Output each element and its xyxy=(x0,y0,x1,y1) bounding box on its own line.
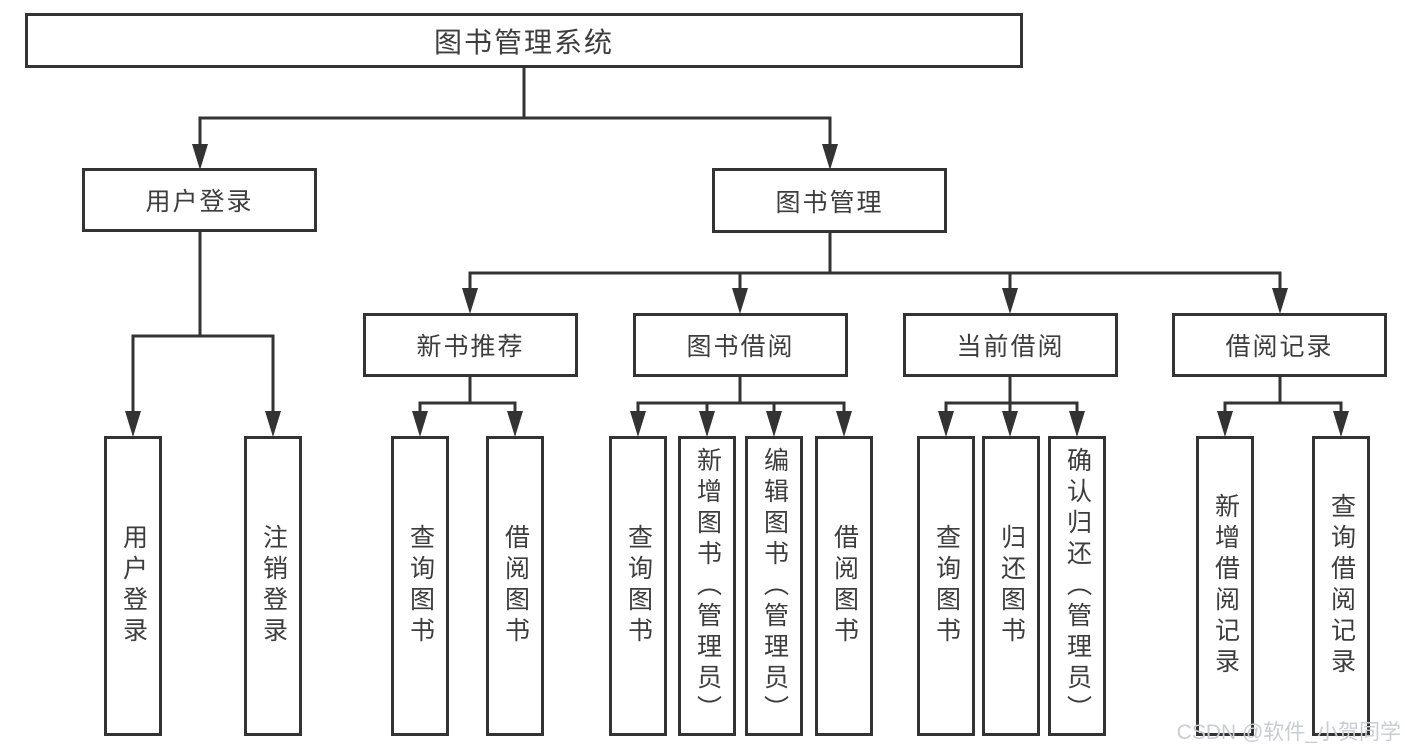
leaf-return-books-label: 归还图书 xyxy=(997,524,1026,648)
csdn-watermark: CSDN @软件_小贺同学 xyxy=(1176,721,1401,744)
leaf-add-book-admin: 新增图书（管理员） xyxy=(678,436,736,736)
leaf-query-books-recommend-label: 查询图书 xyxy=(406,524,435,648)
leaf-query-books-current-label: 查询图书 xyxy=(932,524,961,648)
node-library-system: 图书管理系统 xyxy=(25,13,1023,68)
leaf-borrow-books: 借阅图书 xyxy=(815,436,873,736)
leaf-borrow-books-recommend: 借阅图书 xyxy=(486,436,544,736)
node-current-borrowing: 当前借阅 xyxy=(903,313,1118,377)
leaf-logout: 注销登录 xyxy=(244,436,302,736)
leaf-edit-book-admin: 编辑图书（管理员） xyxy=(745,436,803,736)
leaf-confirm-return-admin: 确认归还（管理员） xyxy=(1048,436,1106,736)
node-user-login: 用户登录 xyxy=(82,168,317,232)
connector-root-to-level2 xyxy=(192,68,838,170)
leaf-add-borrow-record: 新增借阅记录 xyxy=(1196,436,1254,736)
connector-borrowing-records-branch xyxy=(1217,377,1349,437)
leaf-user-login-label: 用户登录 xyxy=(119,524,148,648)
leaf-query-borrow-record: 查询借阅记录 xyxy=(1312,436,1370,736)
leaf-add-book-admin-label: 新增图书（管理员） xyxy=(693,446,722,726)
leaf-user-login: 用户登录 xyxy=(104,436,162,736)
leaf-borrow-books-recommend-label: 借阅图书 xyxy=(501,524,530,648)
node-new-book-recommend: 新书推荐 xyxy=(363,313,578,377)
leaf-query-books-current: 查询图书 xyxy=(917,436,975,736)
leaf-borrow-books-label: 借阅图书 xyxy=(830,524,859,648)
connector-user-login-branch xyxy=(125,232,281,437)
connector-book-borrowing-branch xyxy=(630,377,852,437)
leaf-return-books: 归还图书 xyxy=(982,436,1040,736)
connector-current-borrowing-branch xyxy=(938,377,1085,437)
leaf-edit-book-admin-label: 编辑图书（管理员） xyxy=(760,446,789,726)
leaf-confirm-return-admin-label: 确认归还（管理员） xyxy=(1063,446,1092,726)
leaf-logout-label: 注销登录 xyxy=(259,524,288,648)
node-book-borrowing: 图书借阅 xyxy=(633,313,848,377)
leaf-query-books-recommend: 查询图书 xyxy=(391,436,449,736)
leaf-add-borrow-record-label: 新增借阅记录 xyxy=(1211,493,1240,679)
leaf-query-borrow-record-label: 查询借阅记录 xyxy=(1327,493,1356,679)
node-book-management: 图书管理 xyxy=(712,168,947,233)
leaf-query-books-borrow-label: 查询图书 xyxy=(624,524,653,648)
node-borrowing-records: 借阅记录 xyxy=(1172,313,1387,377)
connector-new-book-branch xyxy=(412,377,523,437)
leaf-query-books-borrow: 查询图书 xyxy=(609,436,667,736)
connector-book-management-branch xyxy=(462,233,1288,314)
